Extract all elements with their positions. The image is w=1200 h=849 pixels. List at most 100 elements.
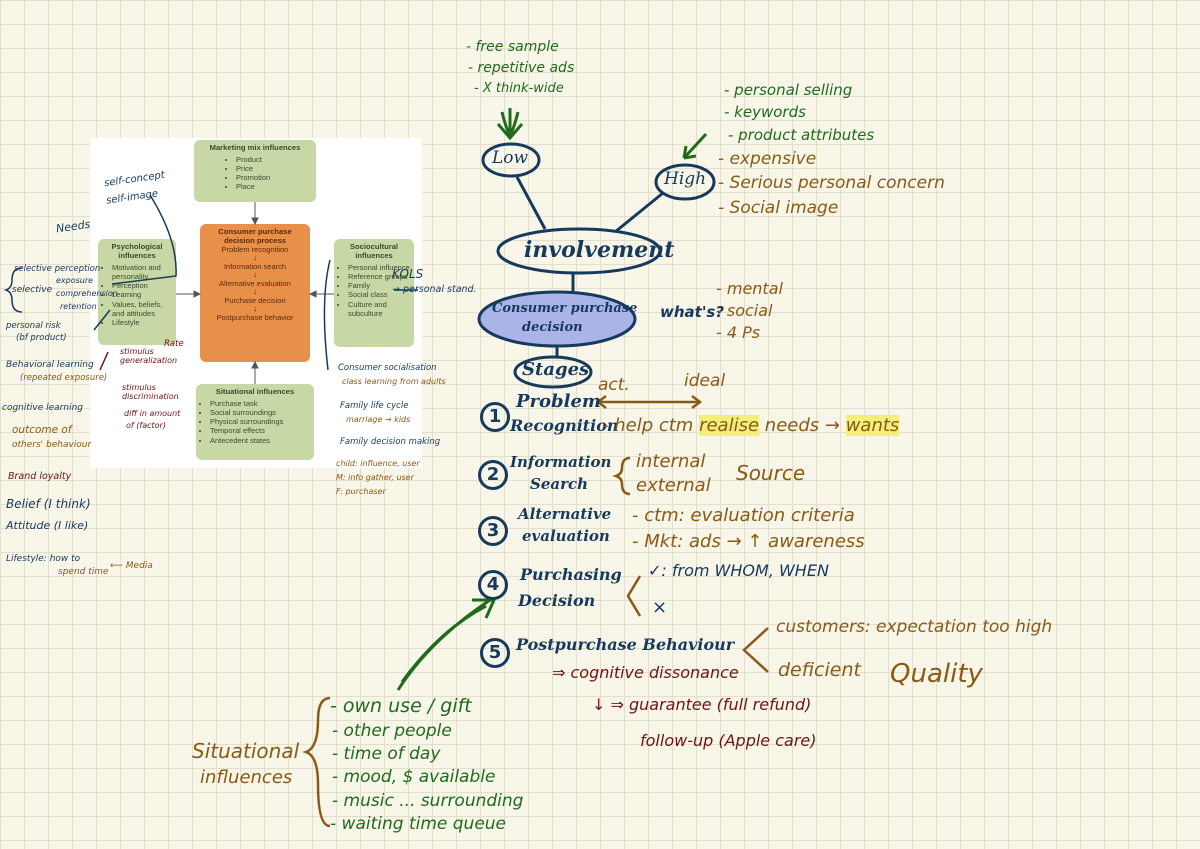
note-belief: Belief (I think) [6,497,91,511]
consumer-decision-figure: Marketing mix influences Product Price P… [90,138,422,468]
high-label: High [664,169,707,189]
stage-4-line1: Purchasing [520,565,622,584]
stage-2-source: Source [736,461,806,485]
stage-1-wants: wants [845,415,900,436]
follow-up: follow-up (Apple care) [640,731,817,750]
note-kols: KOLS [392,267,424,281]
situational-item: - mood, $ available [332,767,496,787]
cpd-whats: what's? [660,303,725,321]
note-consumer-socialisation: Consumer socialisation [338,363,437,373]
stage-4-number: 4 [478,570,508,600]
note-bf-product: (bf product) [16,333,67,343]
note-marriage-kids: marriage → kids [346,415,411,424]
note-family-decision-making: Family decision making [340,437,441,447]
stage-2-line2: Search [530,475,589,493]
cpd-stage: Postpurchase behavior [216,313,294,322]
stage-5-customers: customers: expectation too high [776,617,1053,637]
situational-item: - waiting time queue [330,814,507,834]
ideal-label: ideal [684,371,726,391]
stage-1-desc: - help ctm realise needs → wants [602,415,900,436]
low-label: Low [492,148,529,168]
psych-item: Motivation and personality [112,263,176,281]
sociocultural-box: Sociocultural influences Personal influe… [334,239,414,347]
high-oval [654,163,716,201]
high-note-green: - personal selling [724,81,853,99]
sit-item: Temporal effects [210,426,314,435]
note-selective: selective [12,285,53,295]
cpd-process-title: Consumer purchase decision process [218,227,292,245]
socio-item: Culture and subculture [348,300,414,318]
socio-item: Social class [348,290,414,299]
low-note: - free sample [466,39,559,55]
note-retention: retention [60,302,97,311]
socio-item: Personal influence [348,263,414,272]
cpd-stage: Problem recognition [221,245,289,254]
stage-4-no: × [652,597,668,618]
cognitive-dissonance: ⇒ cognitive dissonance [552,663,739,682]
mm-item: Price [236,164,316,173]
note-m-info: M: info gather, user [336,473,414,482]
cpd-stage: Information search [223,262,287,271]
situational-item: - time of day [332,744,441,764]
marketing-mix-box: Marketing mix influences Product Price P… [194,140,316,202]
high-note-green: - product attributes [728,126,875,144]
cpd-stage: Alternative evaluation [219,279,291,288]
marketing-mix-title: Marketing mix influences [209,143,301,152]
psych-item: Values, beliefs, and attitudes [112,300,176,318]
situational-title: Situational influences [215,387,295,396]
situational-item: - other people [332,721,452,741]
situational-box: Situational influences Purchase task Soc… [196,384,314,460]
high-note-brown: - Serious personal concern [718,173,945,193]
stage-1-line2: Recognition [510,416,619,435]
note-f-purchaser: F: purchaser [336,487,386,496]
stage-3-ctm: - ctm: evaluation criteria [632,505,855,526]
cpd-process-box: Consumer purchase decision process Probl… [200,224,310,362]
stage-2-external: external [636,475,711,496]
psych-item: Learning [112,290,176,299]
cpd-title-line2: decision [522,320,583,335]
stages-label: Stages [522,359,590,380]
cpd-what-item: - social [716,301,773,320]
note-family-life-cycle: Family life cycle [340,401,409,411]
stage-2-internal: internal [636,451,706,472]
cpd-what-item: - 4 Ps [716,323,761,342]
cpd-what-item: - mental [716,279,783,298]
stage-1-line1: Problem [516,391,601,412]
psychological-box: Psychological influences Motivation and … [98,239,176,345]
stage-5-quality: Quality [890,659,983,689]
note-behavioral-learning: Behavioral learning [6,360,94,370]
note-others-behaviour: others' behaviour [12,440,92,450]
mm-item: Place [236,182,316,191]
stage-3-number: 3 [478,516,508,546]
cpd-title-line1: Consumer purchase [492,301,638,316]
stage-4-line2: Decision [518,591,596,610]
note-cognitive-learning: cognitive learning [2,403,83,413]
low-oval [481,142,541,178]
mm-item: Product [236,155,316,164]
note-of-factor: of (factor) [126,421,166,430]
high-note-green: - keywords [724,103,806,121]
act-label: act. [598,375,630,395]
psych-item: Perception [112,281,176,290]
note-stimulus-discrimination: stimulus discrimination [122,383,179,401]
cpd-stage: Purchase decision [224,296,286,305]
note-selective-perception: selective perception [14,264,101,274]
mm-item: Promotion [236,173,316,182]
sit-item: Purchase task [210,399,314,408]
stage-1-realise: realise [699,415,760,436]
involvement-title: involvement [524,237,675,263]
note-personal-stand: → personal stand. [392,284,477,295]
note-diff-in-amount: diff in amount [124,409,181,418]
stage-2-number: 2 [478,460,508,490]
socio-item: Reference groups [348,272,414,281]
sociocultural-title: Sociocultural influences [349,242,399,260]
guarantee: ↓ ⇒ guarantee (full refund) [592,695,812,714]
psych-item: Lifestyle [112,318,176,327]
note-lifestyle: Lifestyle: how to [6,554,81,564]
stage-1-number: 1 [480,402,510,432]
stages-oval [513,355,593,389]
figure-arrows [176,202,334,384]
note-rate: Rate [164,339,184,349]
situational-label-line1: Situational [192,739,300,763]
